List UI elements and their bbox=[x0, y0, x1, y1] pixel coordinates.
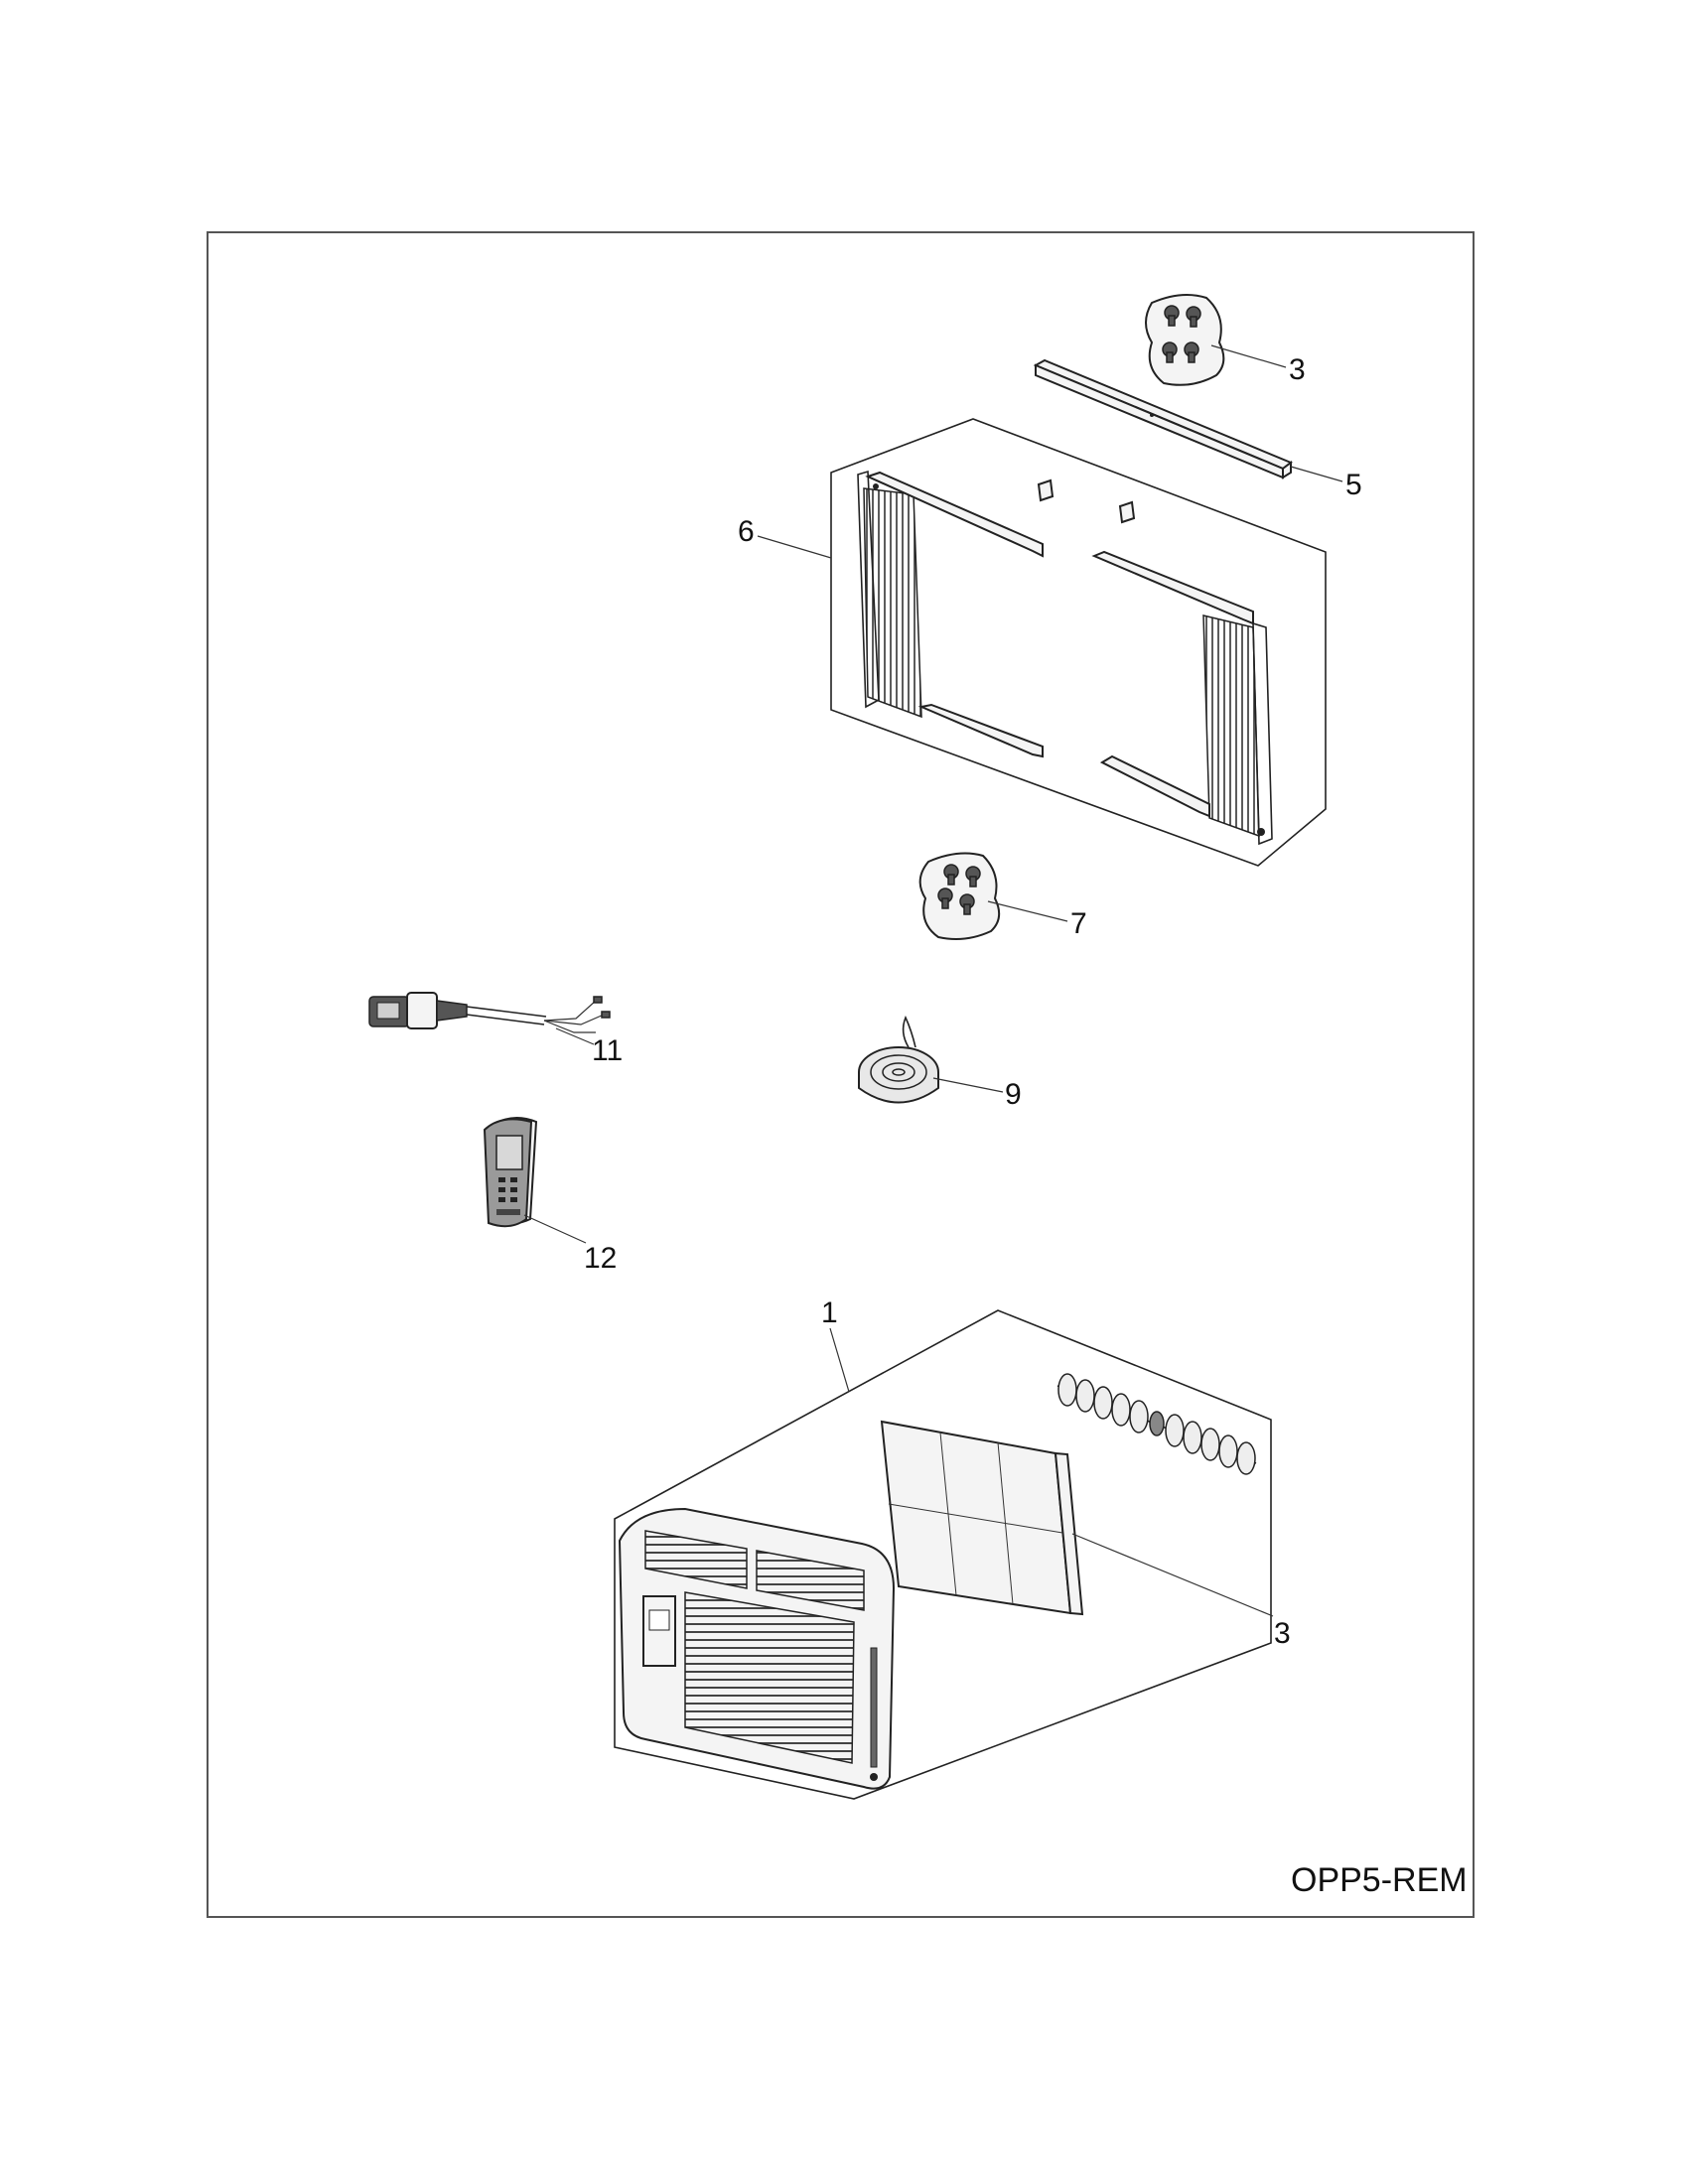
leader-1 bbox=[829, 1327, 850, 1393]
callout-8: 7 bbox=[1070, 907, 1087, 940]
leader-3 bbox=[1071, 1533, 1274, 1617]
curtain-frame-5 bbox=[830, 418, 1327, 867]
diagram-code: OPP5-REM bbox=[1291, 1861, 1468, 1899]
callout-11: 11 bbox=[592, 1034, 623, 1067]
leader-11 bbox=[555, 1027, 595, 1045]
callout-12: 12 bbox=[584, 1242, 617, 1275]
callout-1: 1 bbox=[821, 1297, 838, 1329]
fan-shaft bbox=[1056, 1373, 1257, 1475]
screw-pack-7 bbox=[1145, 293, 1225, 386]
leader-6 bbox=[1290, 466, 1343, 482]
callout-3: 3 bbox=[1274, 1617, 1291, 1650]
callout-6: 5 bbox=[1345, 469, 1362, 501]
callout-9: 9 bbox=[1005, 1078, 1022, 1111]
leader-12 bbox=[523, 1214, 587, 1244]
top-channel-6 bbox=[1033, 358, 1294, 479]
diagram-border bbox=[207, 231, 1475, 1918]
power-cord-11 bbox=[368, 992, 611, 1033]
callout-5: 6 bbox=[738, 515, 755, 548]
screw-pack-8 bbox=[918, 852, 1001, 940]
leader-7 bbox=[1210, 344, 1287, 368]
foam-seal-roll-9 bbox=[858, 1015, 939, 1104]
callout-7: 3 bbox=[1289, 353, 1306, 386]
air-filter-3 bbox=[880, 1420, 1084, 1616]
remote-control-12 bbox=[483, 1117, 538, 1228]
air-conditioner-assembly-1 bbox=[614, 1309, 1272, 1800]
leader-9 bbox=[932, 1077, 1004, 1093]
leader-8 bbox=[987, 900, 1068, 922]
leader-5 bbox=[757, 535, 832, 559]
